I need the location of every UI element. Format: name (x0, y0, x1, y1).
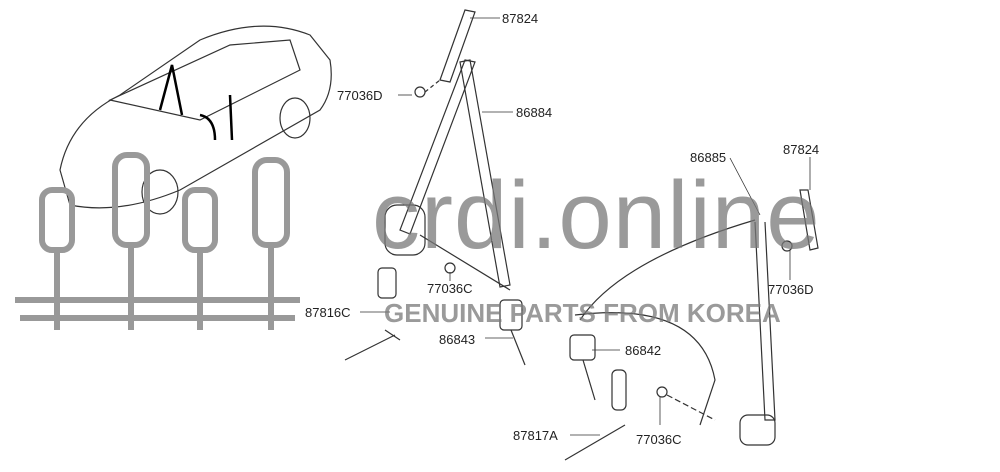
label-right-bolt: 77036D (768, 282, 814, 297)
label-buckle-right: 86842 (625, 343, 662, 358)
label-right-anchor: 87824 (783, 142, 820, 157)
label-center-bolt: 77036C (427, 281, 473, 296)
front-seat-belt (344, 9, 526, 366)
label-buckle-left: 86843 (439, 332, 476, 347)
label-top-bolt: 77036D (337, 88, 383, 103)
label-front-belt: 86884 (516, 105, 553, 120)
car-illustration (59, 25, 332, 215)
label-pretensioner-right: 87817A (513, 428, 558, 443)
watermark-title: crdi.online (372, 162, 821, 269)
leader-lines (360, 17, 811, 436)
label-pretensioner-left: 87816C (305, 305, 351, 320)
watermark-seat-icons (15, 152, 300, 330)
rear-seat-belt (564, 189, 819, 461)
label-rear-belt: 86885 (690, 150, 727, 165)
label-top-anchor: 87824 (502, 11, 539, 26)
watermark-subtitle: GENUINE PARTS FROM KOREA (384, 298, 781, 328)
label-bottom-bolt: 77036C (636, 432, 682, 447)
